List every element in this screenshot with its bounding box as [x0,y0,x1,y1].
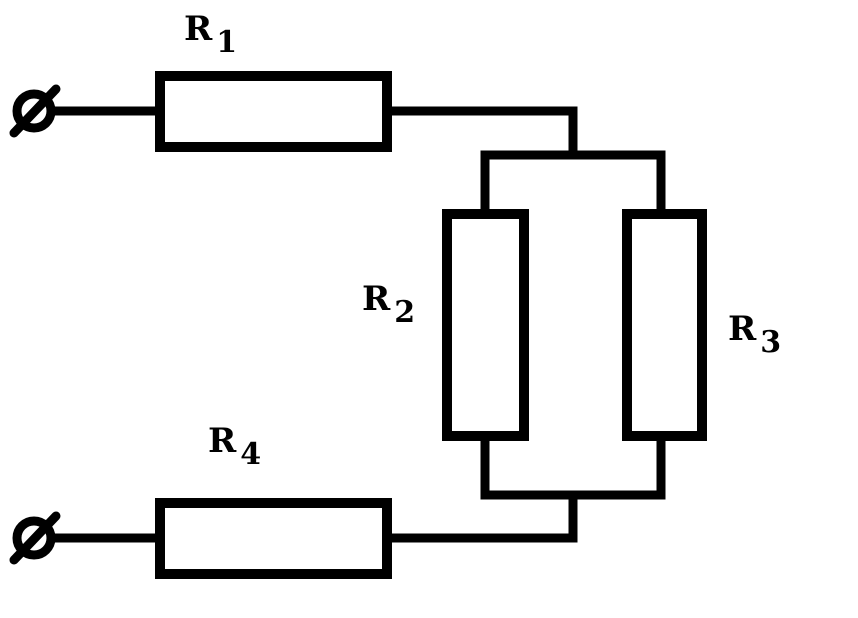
label-r1-symbol: R [184,9,213,49]
terminal-top-icon [9,84,61,138]
label-r3-symbol: R [728,309,757,349]
label-r2-symbol: R [362,279,391,319]
resistor-r1 [155,71,392,152]
label-r3-index: 3 [760,325,782,360]
label-r2-index: 2 [394,295,416,330]
label-r1-index: 1 [216,25,238,60]
resistor-r3 [622,209,707,441]
wire-junction-bottom-to-r4 [382,490,578,543]
wire-r1-to-junction-top [382,106,578,160]
label-r4-index: 4 [240,437,262,472]
wires [31,106,666,543]
resistor-r2 [442,209,529,441]
resistor-r4 [155,498,392,579]
label-r4-symbol: R [208,421,237,461]
terminal-bottom-icon [9,511,61,565]
